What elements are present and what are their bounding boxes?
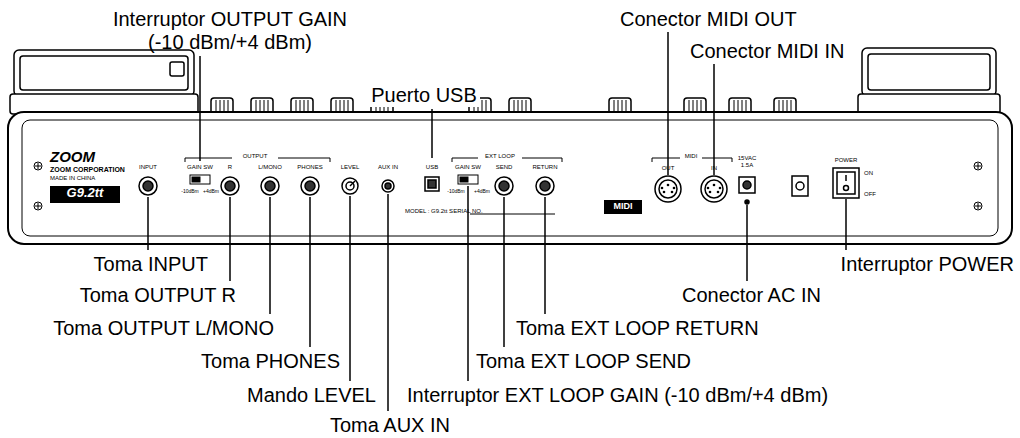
- panel-text: MADE IN CHINA: [50, 175, 95, 182]
- brand-logo: ZOOM: [50, 148, 95, 165]
- panel-text: MODEL : G9.2tt SERIAL NO.: [405, 208, 483, 215]
- panel-text: +4dBm: [474, 189, 490, 195]
- callout-label: Toma OUTPUT R: [80, 284, 236, 307]
- panel-text: PHONES: [297, 164, 322, 171]
- callout-label: Mando LEVEL: [247, 384, 376, 407]
- panel-text: AUX IN: [378, 164, 398, 171]
- panel-text: OUTPUT: [243, 153, 268, 160]
- panel-text: EXT LOOP: [485, 153, 515, 160]
- panel-text: GAIN SW: [187, 164, 213, 171]
- panel-text: SEND: [496, 164, 513, 171]
- callout-label: Toma OUTPUT L/MONO: [53, 317, 274, 340]
- callout-label: Interruptor EXT LOOP GAIN (-10 dBm/+4 dB…: [407, 384, 828, 407]
- panel-text: LEVEL: [341, 164, 360, 171]
- panel-text: R: [228, 164, 232, 171]
- callout-label: Interruptor OUTPUT GAIN (-10 dBm/+4 dBm): [95, 8, 365, 54]
- panel-text: USB: [426, 164, 438, 171]
- callout-label: Toma PHONES: [201, 350, 340, 373]
- callout-label: Puerto USB: [368, 84, 480, 107]
- panel-text: +4dBm: [203, 189, 219, 195]
- callout-label: Conector MIDI IN: [690, 40, 844, 63]
- panel-text: IN: [711, 165, 717, 172]
- panel-text: -10dBm: [181, 189, 199, 195]
- panel-text: INPUT: [139, 164, 157, 171]
- panel-text: OUT: [662, 165, 675, 172]
- callout-label: Toma EXT LOOP RETURN: [516, 317, 759, 340]
- callout-label: Conector AC IN: [682, 284, 821, 307]
- panel-text: MIDI: [685, 153, 698, 160]
- callout-label: Conector MIDI OUT: [620, 8, 797, 31]
- panel-text: POWER: [835, 157, 858, 164]
- callout-label: Interruptor POWER: [841, 253, 1014, 276]
- panel-text: GAIN SW: [455, 164, 481, 171]
- panel-text: OFF: [864, 191, 876, 198]
- panel-text: ZOOM CORPORATION: [50, 166, 125, 174]
- panel-text: 15VAC 1.5A: [733, 155, 761, 169]
- callout-label: Toma EXT LOOP SEND: [476, 350, 691, 373]
- midi-logo: MIDI: [614, 201, 633, 211]
- model-badge: G9.2tt: [67, 186, 104, 201]
- panel-text: -10dBm: [447, 189, 465, 195]
- callout-label: Toma INPUT: [94, 253, 208, 276]
- panel-text: L/MONO: [258, 164, 282, 171]
- panel-text: RETURN: [533, 164, 558, 171]
- callout-label: Toma AUX IN: [330, 414, 450, 437]
- panel-text: ON: [864, 170, 873, 177]
